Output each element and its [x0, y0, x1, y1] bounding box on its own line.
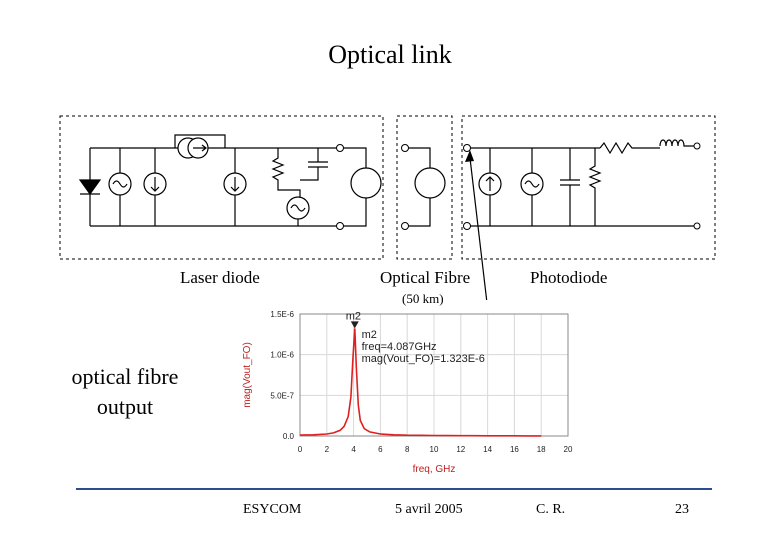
x-tick-label-5: 10	[430, 445, 439, 454]
capacitor-1	[300, 148, 328, 181]
footer-author: C. R.	[536, 502, 566, 517]
optical-fibre-label: Optical Fibre	[380, 268, 471, 287]
inductor-1	[659, 139, 695, 147]
footer-date: 5 avril 2005	[395, 502, 463, 517]
y-tick-label-2: 1.0E-6	[270, 351, 294, 360]
side-label-line-1: optical fibre	[71, 364, 179, 389]
y-tick-label-1: 5.0E-7	[270, 391, 294, 400]
marker-readout-freq: freq=4.087GHz	[362, 341, 437, 353]
slide-title: Optical link	[328, 40, 452, 69]
y-tick-label-3: 1.5E-6	[270, 310, 294, 319]
x-tick-label-9: 18	[537, 445, 546, 454]
resistor-2	[588, 148, 602, 226]
x-tick-label-4: 8	[405, 445, 410, 454]
laser-diode-label: Laser diode	[180, 268, 260, 287]
x-tick-label-8: 16	[510, 445, 519, 454]
fibre-source-out	[414, 167, 446, 199]
photodiode-block	[461, 115, 716, 260]
x-tick-label-1: 2	[325, 445, 330, 454]
marker-label: m2	[346, 310, 361, 322]
marker-readout-mag: mag(Vout_FO)=1.323E-6	[362, 353, 485, 365]
x-tick-label-0: 0	[298, 445, 303, 454]
footer-org: ESYCOM	[243, 502, 302, 517]
resistor-1	[271, 148, 301, 200]
x-axis-label: freq, GHz	[413, 464, 456, 475]
y-tick-labels: 0.0 5.0E-7 1.0E-6 1.5E-6	[270, 310, 294, 441]
fibre-source-in	[350, 167, 382, 199]
x-tick-labels: 0 2 4 6 8 10 12 14 16 18 20	[298, 445, 573, 454]
photodiode-label: Photodiode	[530, 268, 608, 287]
marker-readout-name: m2	[362, 329, 377, 341]
optical-fibre-length: (50 km)	[402, 291, 444, 306]
plot-grid	[299, 313, 569, 437]
laser-diode-block	[59, 115, 384, 260]
y-axis-label: mag(Vout_FO)	[242, 342, 253, 408]
y-tick-label-0: 0.0	[283, 432, 295, 441]
footer-divider	[76, 488, 712, 490]
footer-page: 23	[675, 502, 689, 517]
x-tick-label-6: 12	[456, 445, 465, 454]
side-label-line-2: output	[96, 394, 154, 419]
optical-fibre-block	[396, 115, 453, 260]
series-line	[299, 328, 542, 437]
marker-triangle	[350, 321, 359, 329]
resistor-3	[599, 141, 660, 155]
circuit-diagram	[59, 115, 716, 300]
x-tick-label-10: 20	[564, 445, 573, 454]
marker-readout: m2 freq=4.087GHz mag(Vout_FO)=1.323E-6	[362, 329, 485, 365]
x-tick-label-2: 4	[351, 445, 356, 454]
x-tick-label-3: 6	[378, 445, 383, 454]
measurement-arrow	[469, 157, 488, 300]
capacitor-2	[560, 148, 580, 226]
side-label: optical fibre output	[30, 362, 220, 422]
x-tick-label-7: 14	[483, 445, 492, 454]
